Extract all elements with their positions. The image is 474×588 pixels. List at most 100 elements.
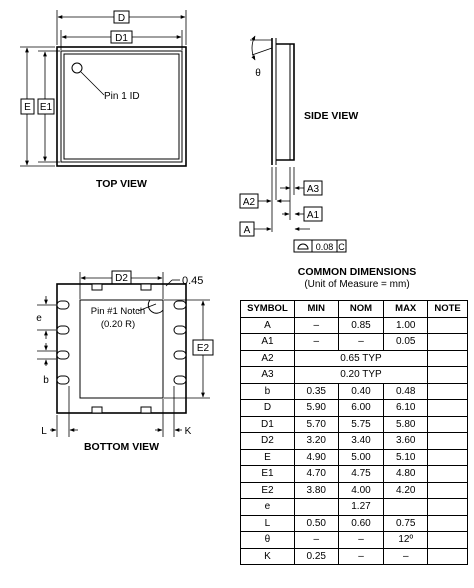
dim-D1-label: D1 — [115, 33, 128, 44]
bottom-pad-right-4 — [173, 375, 187, 385]
header-min: MIN — [293, 300, 339, 318]
cell-min: 5.70 — [293, 415, 339, 433]
cell-symbol: A3 — [240, 366, 295, 384]
cell-min: 0.50 — [293, 514, 339, 532]
dim-E2-label: E2 — [197, 343, 210, 354]
cell-symbol: D1 — [240, 415, 295, 433]
flatness-symbol-icon — [297, 243, 309, 250]
table-row: θ––12º — [240, 531, 468, 549]
cell-min: 0.35 — [293, 382, 339, 400]
cell-nom: 0.85 — [337, 316, 385, 334]
cell-note — [427, 349, 468, 367]
bottom-pad-left-2 — [56, 325, 70, 335]
cell-note — [427, 498, 468, 516]
top-view-inner-outline — [60, 50, 183, 163]
top-view-title: TOP VIEW — [96, 178, 147, 190]
cell-note — [427, 465, 468, 483]
cell-max: 4.80 — [383, 465, 429, 483]
cell-nom: 3.40 — [337, 432, 385, 450]
table-header-row: SYMBOL MIN NOM MAX NOTE — [240, 300, 468, 318]
flatness-datum: C — [338, 242, 345, 252]
pin1-id-dot — [71, 62, 83, 74]
cell-min: 0.25 — [293, 547, 339, 565]
flatness-value: 0.08 — [316, 242, 334, 252]
dim-K-label: K — [185, 426, 192, 437]
cell-symbol: K — [240, 547, 295, 565]
header-symbol: SYMBOL — [240, 300, 295, 318]
cell-min: 4.70 — [293, 465, 339, 483]
cell-max: – — [383, 547, 429, 565]
cell-symbol: E2 — [240, 481, 295, 499]
cell-note — [427, 415, 468, 433]
dim-A2-label: A2 — [243, 197, 256, 208]
bottom-pad-right-2 — [173, 325, 187, 335]
cell-symbol: A — [240, 316, 295, 334]
pin1-notch-radius: (0.20 R) — [101, 319, 135, 330]
dim-D-label: D — [118, 13, 125, 24]
cell-max: 0.48 — [383, 382, 429, 400]
cell-min: 3.80 — [293, 481, 339, 499]
cell-symbol: e — [240, 498, 295, 516]
dim-0-45-label: 0.45 — [182, 275, 203, 287]
cell-symbol: θ — [240, 531, 295, 549]
header-nom: NOM — [337, 300, 385, 318]
cell-nom: 6.00 — [337, 399, 385, 417]
dim-A1-label: A1 — [307, 210, 320, 221]
pin1-notch — [147, 299, 164, 314]
cell-note — [427, 432, 468, 450]
dim-b-label: b — [43, 375, 49, 386]
cell-max: 1.00 — [383, 316, 429, 334]
cell-nom: 0.60 — [337, 514, 385, 532]
pin1-notch-label: Pin #1 Notch — [91, 306, 145, 317]
header-note: NOTE — [427, 300, 468, 318]
cell-note — [427, 366, 468, 384]
side-view-body — [276, 43, 295, 161]
cell-max: 3.60 — [383, 432, 429, 450]
dimensions-table-title: COMMON DIMENSIONS — [297, 266, 417, 278]
cell-min: 4.90 — [293, 448, 339, 466]
cell-max: 0.75 — [383, 514, 429, 532]
cell-max: 0.05 — [383, 333, 429, 351]
top-view-mold-cap — [63, 53, 180, 160]
exposed-pad — [79, 299, 164, 399]
side-view-title: SIDE VIEW — [304, 110, 358, 122]
pin1-id-label: Pin 1 ID — [104, 91, 140, 102]
cell-symbol: E — [240, 448, 295, 466]
cell-symbol: D2 — [240, 432, 295, 450]
cell-symbol: A1 — [240, 333, 295, 351]
cell-max: 4.20 — [383, 481, 429, 499]
cell-span: 0.65 TYP — [293, 349, 429, 367]
dim-L-label: L — [41, 426, 47, 437]
cell-min: – — [293, 316, 339, 334]
cell-nom: – — [337, 333, 385, 351]
cell-note — [427, 316, 468, 334]
cell-nom: 5.00 — [337, 448, 385, 466]
cell-nom: – — [337, 531, 385, 549]
cell-span: 0.20 TYP — [293, 366, 429, 384]
cell-note — [427, 481, 468, 499]
flatness-tolerance-frame: 0.08 C — [293, 239, 347, 253]
bottom-pad-left-4 — [56, 375, 70, 385]
dim-E-label: E — [24, 102, 31, 113]
cell-nom: 4.75 — [337, 465, 385, 483]
cell-max: 12º — [383, 531, 429, 549]
bottom-pad-right-1 — [173, 300, 187, 310]
cell-symbol: A2 — [240, 349, 295, 367]
bottom-view: Pin #1 Notch (0.20 R) D2 0.45 — [36, 270, 214, 453]
pin1-id-leader — [80, 71, 105, 96]
cell-note — [427, 382, 468, 400]
cell-note — [427, 514, 468, 532]
dim-E1-label: E1 — [40, 102, 53, 113]
cell-min: 5.90 — [293, 399, 339, 417]
